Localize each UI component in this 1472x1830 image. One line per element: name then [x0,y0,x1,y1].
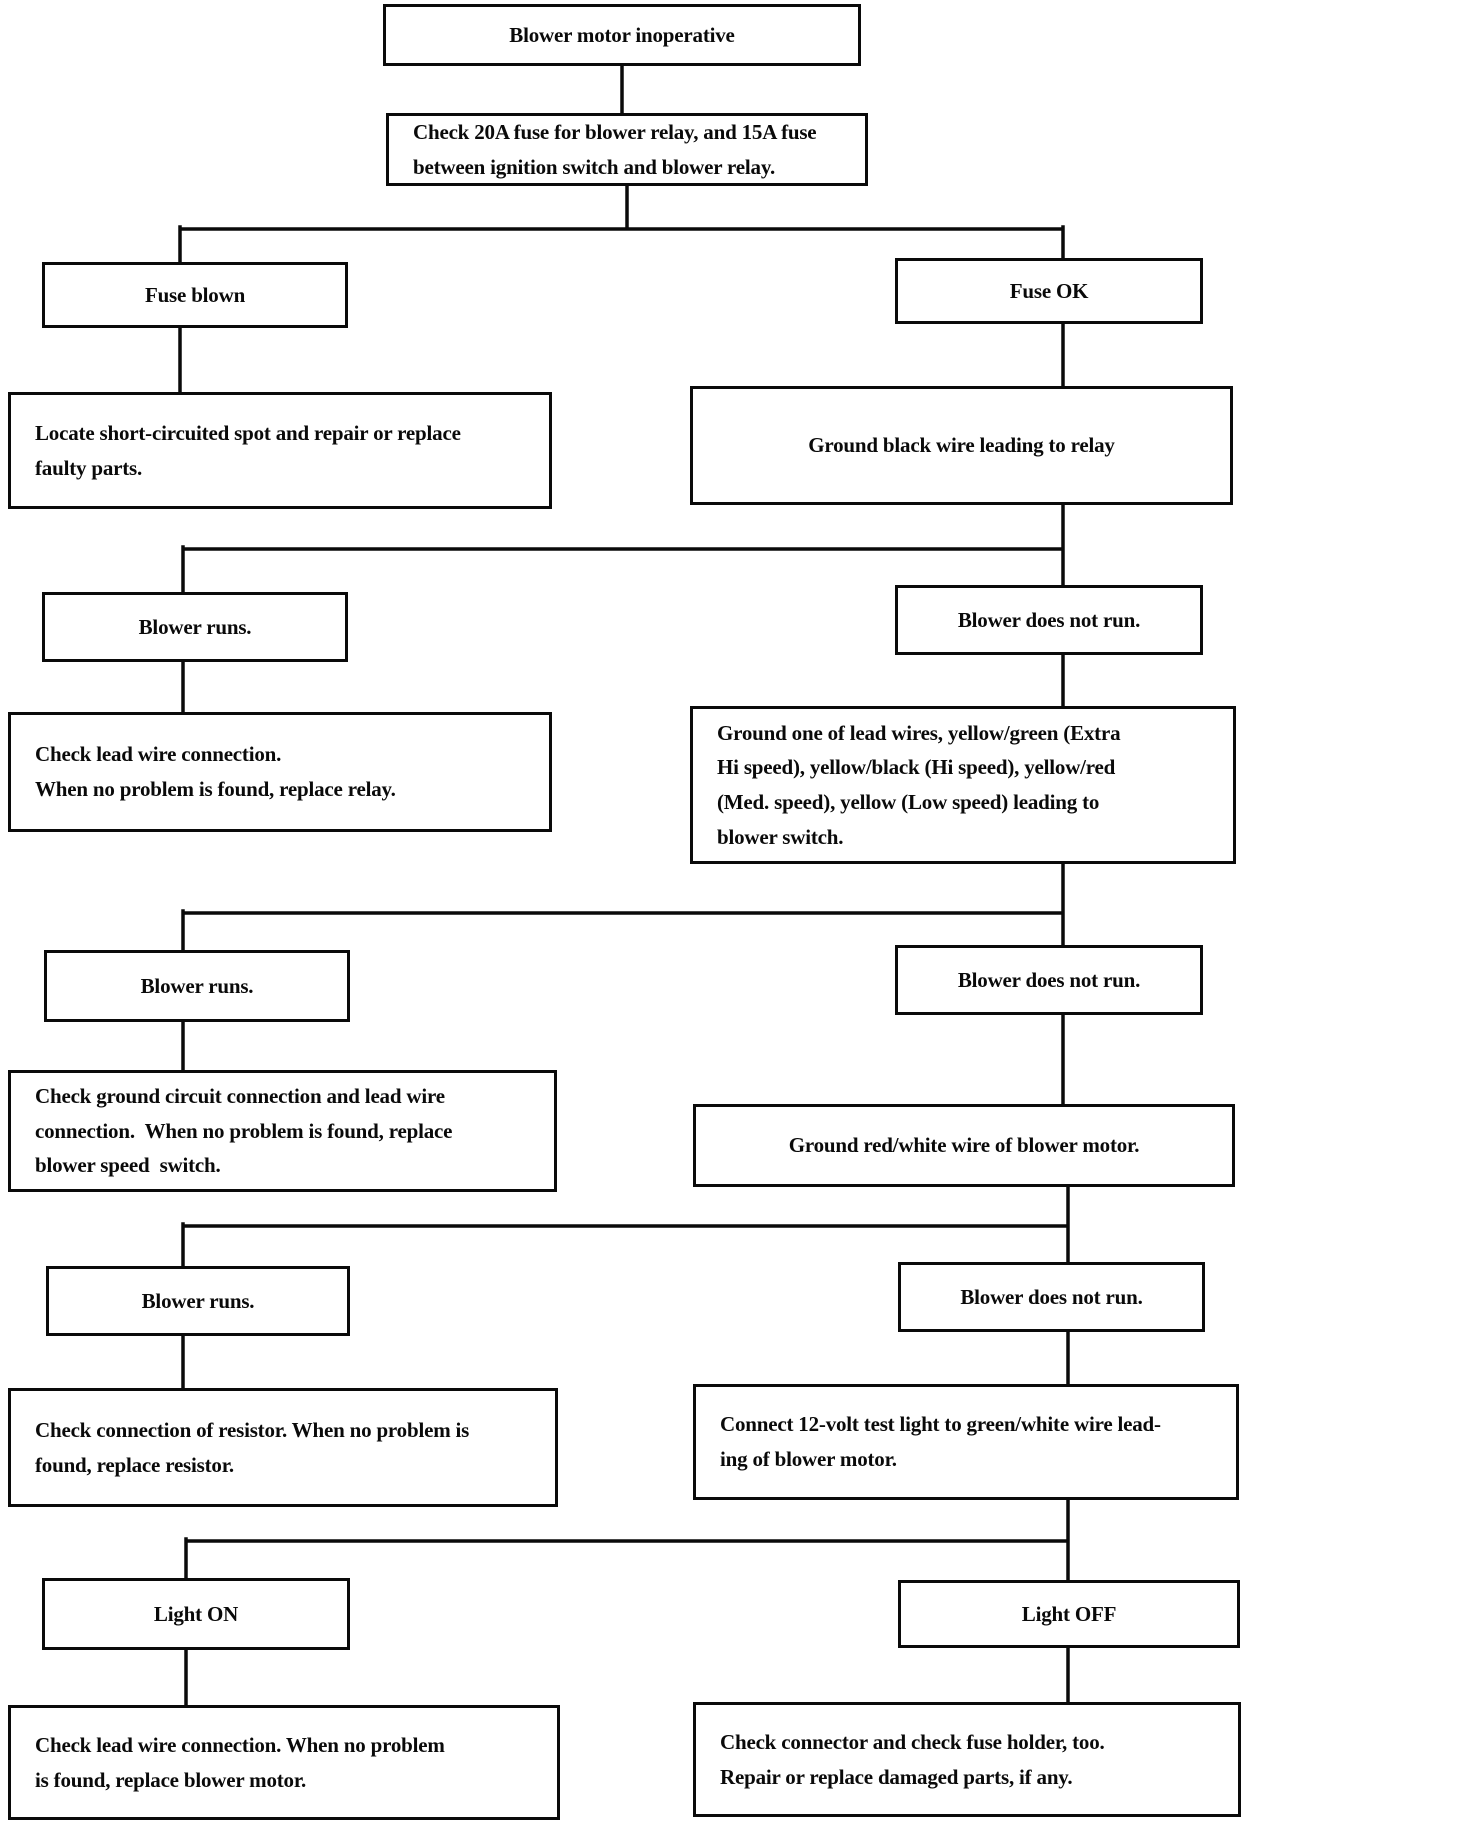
node-label: Blower does not run. [957,607,1141,632]
node-check-connector-fuse-holder: Check connector and check fuse holder, t… [693,1702,1241,1817]
node-label: Blower does not run. [957,967,1141,992]
node-check-resistor: Check connection of resistor. When no pr… [8,1388,558,1507]
node-label: Ground black wire leading to relay [808,433,1115,458]
node-ground-lead-wires: Ground one of lead wires, yellow/green (… [690,706,1236,864]
node-label: Blower runs. [140,973,254,998]
node-label: Check lead wire connection. When no prob… [35,742,396,801]
node-label: Fuse OK [1009,278,1089,303]
node-blower-does-not-run-2: Blower does not run. [895,945,1203,1015]
node-fuse-ok: Fuse OK [895,258,1203,324]
node-label: Ground red/white wire of blower motor. [788,1133,1140,1158]
node-label: Check connector and check fuse holder, t… [720,1729,1105,1789]
node-label: Check lead wire connection. When no prob… [35,1732,445,1792]
node-label: Connect 12-volt test light to green/whit… [720,1412,1161,1471]
node-label: Locate short-circuited spot and repair o… [35,420,461,480]
node-label: Check connection of resistor. When no pr… [35,1417,470,1477]
node-blower-motor-inoperative: Blower motor inoperative [383,4,861,66]
node-light-on: Light ON [42,1578,350,1650]
node-locate-short-circuit: Locate short-circuited spot and repair o… [8,392,552,509]
node-check-fuses: Check 20A fuse for blower relay, and 15A… [386,113,868,186]
node-label: Light ON [153,1601,239,1626]
node-light-off: Light OFF [898,1580,1240,1648]
node-label: Blower does not run. [960,1284,1143,1309]
node-label: Blower motor inoperative [509,22,735,47]
node-label: Ground one of lead wires, yellow/green (… [717,720,1121,849]
node-ground-red-white-wire: Ground red/white wire of blower motor. [693,1104,1235,1187]
node-label: Blower runs. [138,614,252,639]
node-label: Check 20A fuse for blower relay, and 15A… [413,119,817,179]
node-blower-runs-3: Blower runs. [46,1266,350,1336]
node-check-lead-wire-relay: Check lead wire connection. When no prob… [8,712,552,832]
node-ground-black-wire: Ground black wire leading to relay [690,386,1233,505]
node-connect-test-light: Connect 12-volt test light to green/whit… [693,1384,1239,1500]
node-label: Check ground circuit connection and lead… [35,1084,453,1178]
node-check-lead-wire-motor: Check lead wire connection. When no prob… [8,1705,560,1820]
node-blower-does-not-run-3: Blower does not run. [898,1262,1205,1332]
node-blower-does-not-run-1: Blower does not run. [895,585,1203,655]
node-blower-runs-1: Blower runs. [42,592,348,662]
node-label: Blower runs. [141,1288,255,1313]
node-fuse-blown: Fuse blown [42,262,348,328]
node-label: Light OFF [1021,1601,1117,1626]
node-blower-runs-2: Blower runs. [44,950,350,1022]
node-label: Fuse blown [144,282,246,307]
node-check-ground-circuit: Check ground circuit connection and lead… [8,1070,557,1192]
